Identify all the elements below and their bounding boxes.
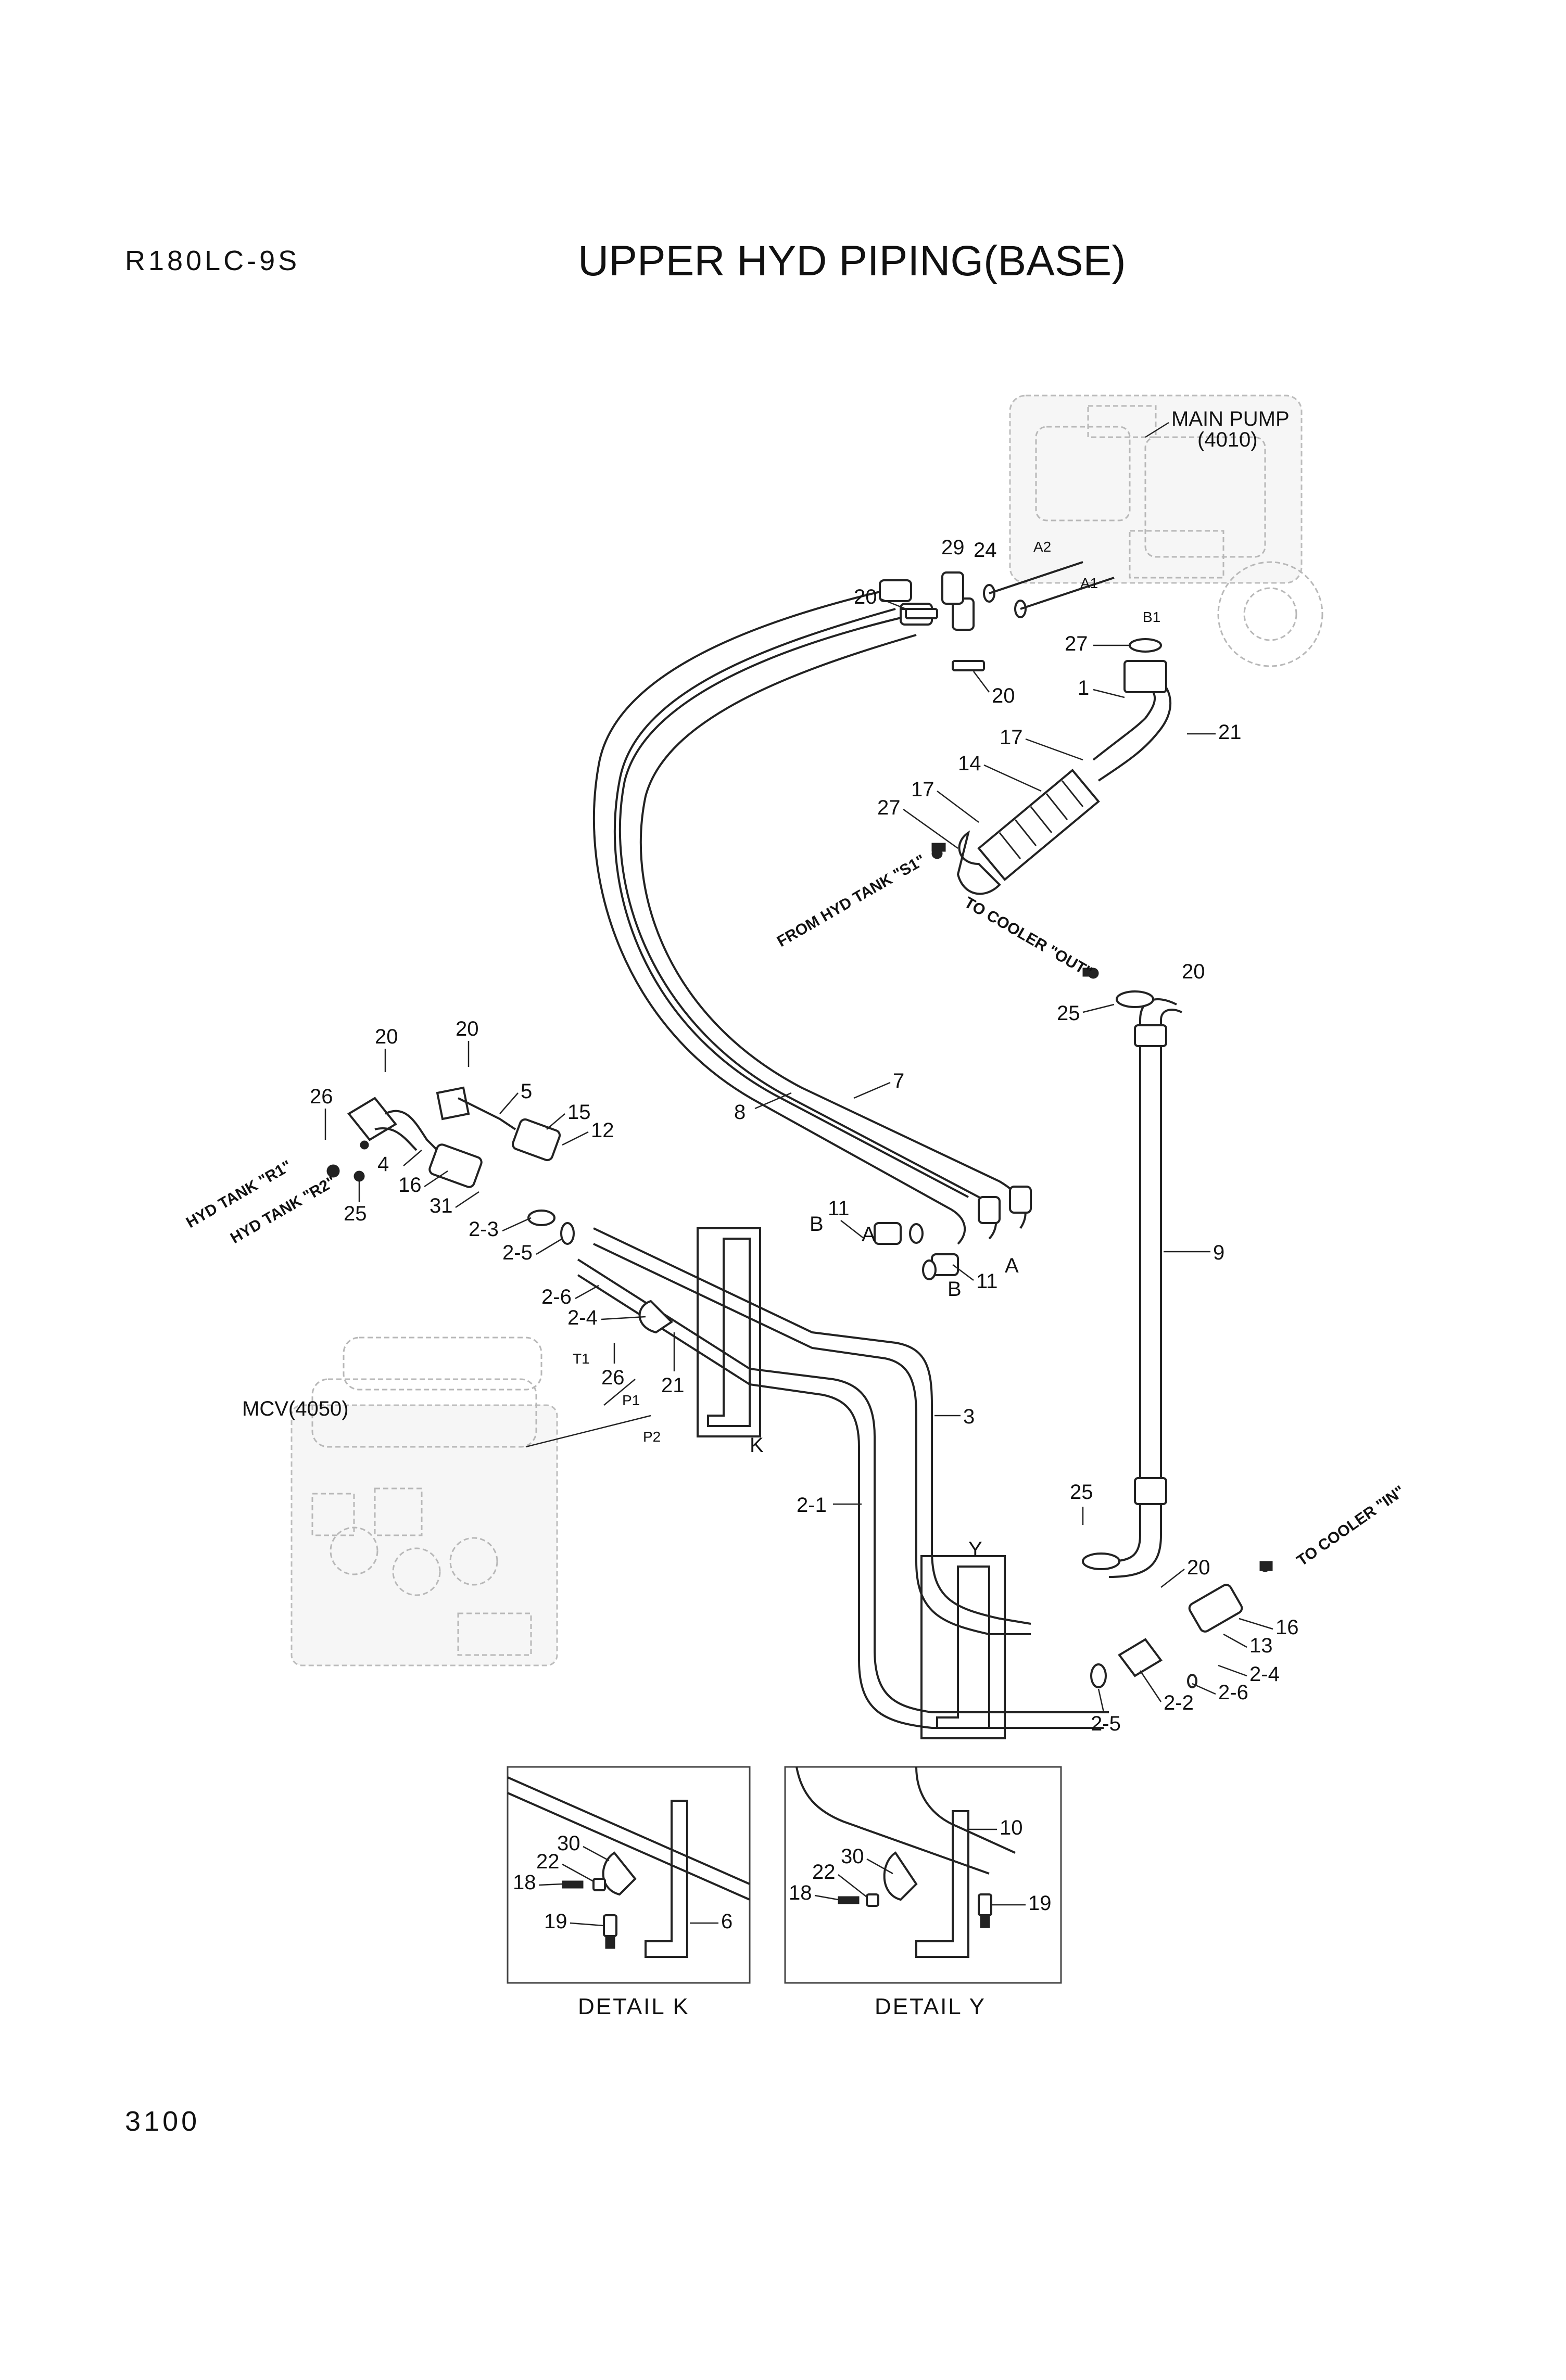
- port-b-upper: B: [810, 1213, 824, 1236]
- detail-k-callout-30: 30: [557, 1832, 580, 1855]
- callout-17-top: 17: [1000, 726, 1023, 749]
- callout-25-lower: 25: [1070, 1481, 1093, 1504]
- detail-k-marker: K: [750, 1434, 764, 1457]
- pump-hose-fittings: [879, 561, 1115, 671]
- main-pump-code: (4010): [1197, 428, 1258, 451]
- callout-20-cooler: 20: [1182, 960, 1205, 983]
- callout-8: 8: [734, 1101, 746, 1124]
- callout-2-6-right: 2-6: [1218, 1681, 1248, 1704]
- callout-2-5-right: 2-5: [1091, 1712, 1121, 1735]
- main-pump-drawing: [1009, 394, 1323, 667]
- callout-21-mcv: 21: [661, 1374, 685, 1397]
- detail-y-callout-22: 22: [812, 1861, 836, 1883]
- detail-y-panel: [784, 1766, 1062, 1984]
- callout-27-mid: 27: [877, 796, 901, 819]
- note-from-tank-s1: FROM HYD TANK "S1": [774, 851, 928, 950]
- callout-2-2: 2-2: [1164, 1691, 1194, 1714]
- left-tank-return-parts: [326, 1086, 674, 1334]
- detail-y-label: DETAIL Y: [875, 1994, 986, 2019]
- note-to-cooler-in: TO COOLER "IN": [1294, 1482, 1408, 1569]
- callout-15: 15: [567, 1101, 591, 1124]
- callout-20-lower: 20: [1187, 1556, 1210, 1579]
- model-number: R180LC-9S: [125, 245, 300, 276]
- callout-12: 12: [591, 1119, 614, 1142]
- callouts: 29 24 20 20 27 1 21 17 14 17 27 20 25 9 …: [310, 536, 1299, 1735]
- callout-16-right: 16: [1275, 1616, 1299, 1639]
- detail-k-callout-6: 6: [721, 1910, 733, 1933]
- page-number: 3100: [125, 2106, 200, 2137]
- detail-y-marker: Y: [968, 1538, 982, 1561]
- callout-2-1: 2-1: [797, 1494, 827, 1517]
- callout-17-mid: 17: [911, 778, 934, 801]
- callout-26-left: 26: [310, 1085, 333, 1108]
- callout-11-upper: 11: [828, 1197, 850, 1220]
- callout-24: 24: [974, 539, 997, 562]
- callout-20-pump: 20: [854, 586, 877, 608]
- port-a-lower: A: [1005, 1254, 1019, 1277]
- mcv-label: MCV(4050): [242, 1397, 349, 1420]
- detail-k-label: DETAIL K: [578, 1994, 690, 2019]
- callout-9: 9: [1213, 1241, 1224, 1264]
- callout-20-pump-lower: 20: [992, 684, 1015, 707]
- callout-2-5-left: 2-5: [502, 1241, 533, 1264]
- port-a2: A2: [1033, 539, 1051, 555]
- callout-27-pump: 27: [1065, 632, 1088, 655]
- callout-25-left: 25: [344, 1202, 367, 1225]
- detail-y-callout-30: 30: [841, 1845, 864, 1868]
- detail-y-callout-19: 19: [1028, 1892, 1052, 1915]
- cooler-pipe-9: [1082, 968, 1182, 1578]
- detail-k-panel: [507, 1766, 751, 1984]
- callout-2-6-left: 2-6: [541, 1286, 572, 1308]
- port-b1: B1: [1143, 609, 1160, 625]
- main-pump-label: MAIN PUMP: [1171, 408, 1290, 430]
- port-t1: T1: [573, 1351, 590, 1367]
- callout-11-lower: 11: [976, 1270, 998, 1293]
- detail-k-callout-19: 19: [544, 1910, 567, 1933]
- port-p2: P2: [643, 1429, 661, 1445]
- callout-29: 29: [941, 536, 965, 559]
- callout-5: 5: [521, 1080, 532, 1103]
- callout-13: 13: [1249, 1634, 1273, 1657]
- callout-25-cooler: 25: [1057, 1002, 1080, 1025]
- detail-y-callout-18: 18: [789, 1881, 812, 1904]
- mcv-drawing: [291, 1337, 558, 1666]
- callout-16-left: 16: [398, 1174, 422, 1197]
- hose-7-8: [592, 587, 1027, 1245]
- return-pipes: [577, 1227, 1109, 1729]
- suction-hose-assembly: [931, 638, 1172, 895]
- detail-k-callout-18: 18: [513, 1871, 536, 1894]
- callout-20-left-a: 20: [375, 1025, 398, 1048]
- port-a-upper: A: [862, 1223, 876, 1246]
- callout-21-pump: 21: [1218, 721, 1242, 744]
- port-b-lower: B: [948, 1278, 962, 1301]
- bracket-y: [920, 1555, 1006, 1739]
- detail-y-callout-10: 10: [1000, 1816, 1023, 1839]
- callout-2-4-left: 2-4: [567, 1306, 598, 1329]
- callout-1: 1: [1078, 677, 1089, 699]
- note-to-cooler-out: TO COOLER "OUT": [962, 894, 1095, 981]
- callout-31: 31: [430, 1194, 453, 1217]
- callout-2-4-right: 2-4: [1249, 1663, 1280, 1686]
- page-title: UPPER HYD PIPING(BASE): [578, 237, 1126, 285]
- callout-2-3: 2-3: [469, 1218, 499, 1241]
- port-p1: P1: [622, 1392, 640, 1408]
- callout-7: 7: [893, 1070, 904, 1092]
- callout-4: 4: [377, 1153, 389, 1176]
- bracket-k: [697, 1227, 761, 1437]
- detail-k-callout-22: 22: [536, 1850, 560, 1873]
- callout-3: 3: [963, 1405, 975, 1428]
- callout-14: 14: [958, 752, 981, 775]
- port-a1: A1: [1080, 575, 1098, 591]
- callout-20-left-b: 20: [456, 1017, 479, 1040]
- cooler-in-parts: [1090, 1561, 1273, 1688]
- callout-26-mcv: 26: [601, 1366, 625, 1389]
- mcv-hose-fittings: [874, 1186, 1032, 1280]
